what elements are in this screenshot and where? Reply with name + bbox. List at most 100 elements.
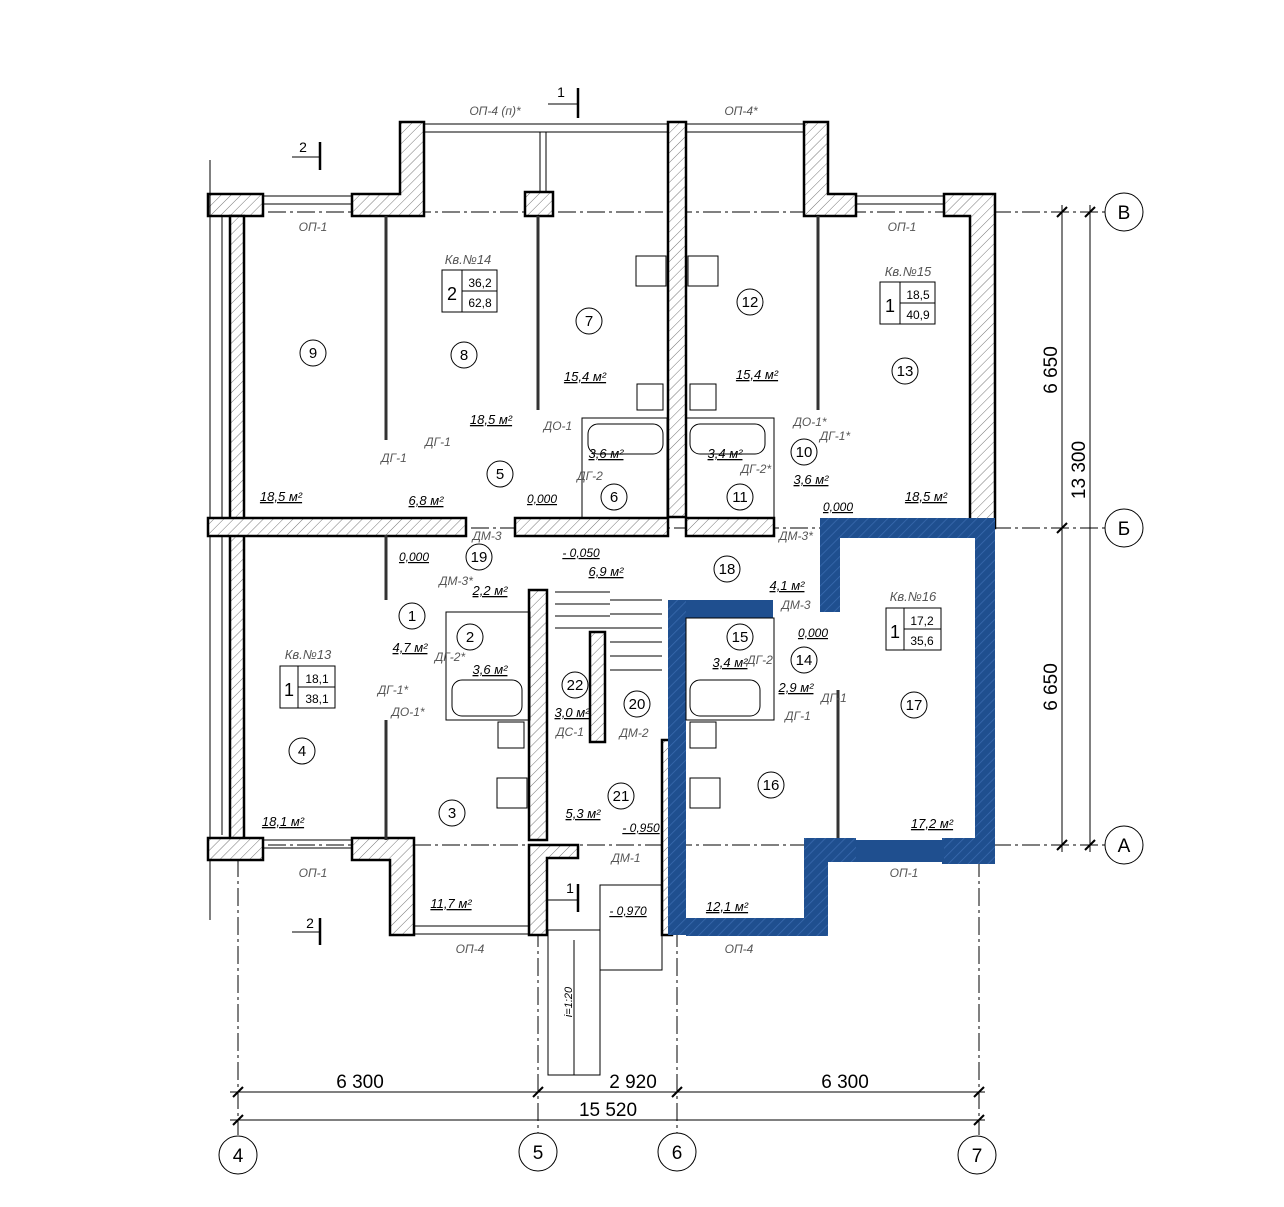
level-mark: - 0,950 (622, 821, 660, 835)
room-number-text: 10 (796, 444, 813, 461)
room-number-6: 6 (600, 483, 628, 511)
section-marks: 1 1 2 2 (292, 84, 580, 945)
apartment-title: Кв.№15 (885, 264, 932, 279)
door-label: ДГ-2* (739, 462, 772, 476)
room-number-text: 15 (732, 629, 749, 646)
door-label: ДС-1 (554, 725, 584, 739)
section-mark-1-bottom: 1 (566, 880, 574, 896)
room-number-circle (398, 602, 426, 630)
area-label: 3,6 м² (589, 446, 625, 461)
apartment-tag-13: Кв.№13 1 18,1 38,1 (279, 647, 336, 709)
room-number-circle (561, 671, 589, 699)
room-number-circle (891, 357, 919, 385)
window-label: ОП-4 (725, 942, 754, 956)
room-number-19: 19 (465, 543, 493, 571)
room-number-circle (575, 307, 603, 335)
fixtures (445, 255, 775, 809)
apartment-title: Кв.№13 (285, 647, 332, 662)
apartment-rooms: 2 (447, 284, 457, 304)
room-number-circle (726, 623, 754, 651)
room-number-text: 3 (448, 805, 456, 822)
room-number-text: 1 (408, 608, 416, 625)
dimension-v-b: 6 650 (1041, 346, 1062, 394)
apartment-total-area: 40,9 (906, 308, 930, 322)
dimension-4-5: 6 300 (336, 1072, 384, 1093)
dimension-5-6: 2 920 (609, 1072, 657, 1093)
door-label: ДМ-3* (437, 574, 473, 588)
room-number-5: 5 (486, 460, 514, 488)
area-label: 4,7 м² (393, 640, 429, 655)
door-label: ДМ-1 (609, 851, 640, 865)
ramp-slope-label: i=1:20 (563, 986, 575, 1017)
door-label: ДО-1 (542, 419, 572, 433)
room-number-circle (790, 646, 818, 674)
room-number-circle (299, 339, 327, 367)
level-mark: - 0,050 (562, 546, 600, 560)
room-number-11: 11 (726, 483, 754, 511)
area-label: 2,9 м² (778, 680, 815, 695)
room-number-text: 12 (742, 294, 759, 311)
door-label: ДГ-1* (376, 683, 409, 697)
area-label: 18,5 м² (905, 489, 948, 504)
room-number-circle (465, 543, 493, 571)
room-number-21: 21 (607, 782, 635, 810)
room-number-text: 2 (466, 629, 474, 646)
room-number-text: 6 (610, 489, 618, 506)
window-label: ОП-1 (888, 220, 917, 234)
level-mark: 0,000 (527, 492, 557, 506)
room-number-circle (450, 341, 478, 369)
area-label: 18,5 м² (260, 489, 303, 504)
room-number-circle (726, 483, 754, 511)
room-number-text: 8 (460, 347, 468, 364)
section-mark-1-top: 1 (557, 84, 565, 100)
axis-markers: 4 5 6 7 В Б А (218, 192, 1144, 1175)
axis-marker-5 (518, 1132, 558, 1172)
door-label: ДО-1* (791, 415, 826, 429)
area-label: 18,5 м² (470, 412, 513, 427)
room-number-17: 17 (900, 691, 928, 719)
apartment-tag-14: Кв.№14 2 36,2 62,8 (441, 252, 498, 313)
axis-marker-v (1104, 192, 1144, 232)
room-number-circle (486, 460, 514, 488)
room-number-circle (600, 483, 628, 511)
door-label: ДГ-2 (745, 653, 773, 667)
window-label: ОП-4 (п)* (469, 104, 521, 118)
room-number-text: 4 (298, 743, 306, 760)
room-number-circle (456, 623, 484, 651)
section-mark-2-top: 2 (299, 139, 307, 155)
door-label: ДМ-3 (470, 529, 501, 543)
room-number-text: 22 (567, 677, 584, 694)
room-number-circle (736, 288, 764, 316)
room-number-text: 14 (796, 652, 813, 669)
room-number-circle (790, 438, 818, 466)
axis-marker-b (1104, 508, 1144, 548)
area-label: 11,7 м² (430, 896, 472, 911)
room-number-text: 5 (496, 466, 504, 483)
level-mark: 0,000 (823, 500, 853, 514)
apartment-rooms: 1 (890, 622, 900, 642)
room-number-1: 1 (398, 602, 426, 630)
door-label: ДГ-1 (379, 451, 407, 465)
axis-label-7: 7 (972, 1146, 983, 1167)
room-number-text: 17 (906, 697, 923, 714)
axis-label-b: Б (1118, 519, 1130, 540)
room-number-text: 13 (897, 363, 914, 380)
room-number-2: 2 (456, 623, 484, 651)
dimension-6-7: 6 300 (821, 1072, 869, 1093)
door-label: ДГ-1 (423, 435, 451, 449)
room-number-circle (757, 771, 785, 799)
area-label: 12,1 м² (706, 899, 749, 914)
room-number-18: 18 (713, 555, 741, 583)
room-number-8: 8 (450, 341, 478, 369)
dimension-total-width: 15 520 (579, 1100, 637, 1121)
area-label: 15,4 м² (564, 369, 607, 384)
window-label: ОП-4* (724, 104, 758, 118)
door-labels: ДГ-1ДГ-1ДО-1ДГ-2ДГ-2*ДО-1*ДГ-1*ДМ-3ДМ-3*… (376, 415, 851, 865)
room-number-13: 13 (891, 357, 919, 385)
door-label: ДГ-2* (433, 650, 466, 664)
area-label: 3,0 м² (555, 705, 591, 720)
axis-marker-4 (218, 1135, 258, 1175)
